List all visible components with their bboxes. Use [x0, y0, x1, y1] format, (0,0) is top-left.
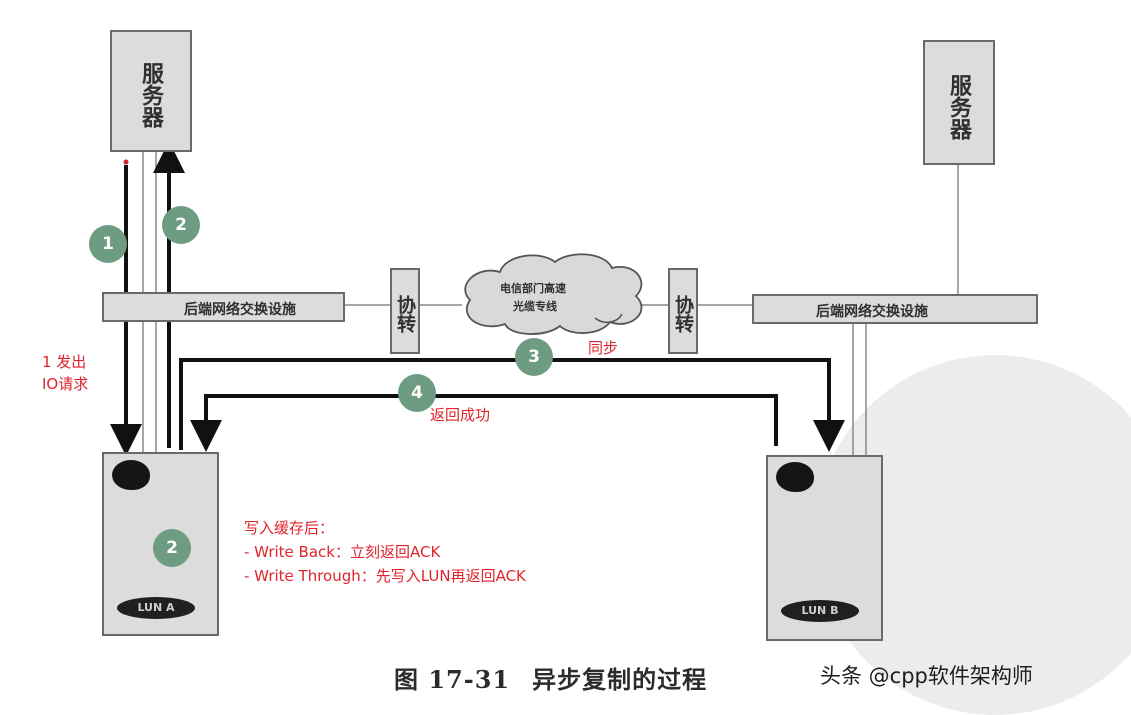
right-server-box: 服务器 [923, 40, 995, 165]
figure-caption: 图 17-31 异步复制的过程 [394, 660, 707, 695]
left-cache-icon [112, 460, 150, 490]
arrow-sync-path [179, 358, 845, 452]
right-switch-bar: 后端网络交换设施 [752, 294, 1038, 324]
right-switch-label: 后端网络交换设施 [816, 304, 928, 320]
step-badge-2-inner: 2 [153, 529, 191, 567]
right-server-label: 服务器 [946, 74, 972, 140]
right-converter-box: 协转 [668, 268, 698, 354]
right-converter-label: 协转 [672, 295, 694, 333]
return-success-label: 返回成功 [430, 406, 491, 424]
left-converter-box: 协转 [390, 268, 420, 354]
write-through-label: - Write Through：先写入LUN再返回ACK [244, 567, 526, 585]
step-badge-2-top: 2 [162, 206, 200, 244]
cloud-label-line1: 电信部门高速 [500, 282, 566, 295]
write-back-label: - Write Back：立刻返回ACK [244, 543, 441, 561]
right-cache-icon [776, 462, 814, 492]
caption-text: 异步复制的过程 [532, 665, 708, 694]
step-badge-3: 3 [515, 338, 553, 376]
io-request-label-line2: IO请求 [42, 375, 89, 393]
cloud-tail-shape [594, 313, 623, 324]
caption-number: 图 17-31 [394, 665, 511, 694]
sync-label: 同步 [588, 339, 619, 357]
lun-b-disk: LUN B [781, 600, 859, 622]
watermark-credit: 头条 @cpp软件架构师 [820, 664, 1033, 688]
io-request-origin-dot [123, 159, 129, 165]
step-badge-1: 1 [89, 225, 127, 263]
step-badge-4: 4 [398, 374, 436, 412]
left-server-label: 服务器 [138, 62, 164, 128]
left-server-box: 服务器 [110, 30, 192, 152]
telecom-cloud-shape [464, 253, 643, 335]
io-request-label-line1: 1 发出 [42, 353, 87, 371]
cloud-label-line2: 光缆专线 [513, 300, 557, 313]
left-switch-bar: 后端网络交换设施 [102, 292, 345, 322]
lun-a-disk: LUN A [117, 597, 195, 619]
left-converter-label: 协转 [394, 295, 416, 333]
left-switch-label: 后端网络交换设施 [184, 302, 296, 318]
cache-title-label: 写入缓存后： [244, 519, 335, 537]
arrow-return-path [190, 394, 778, 452]
